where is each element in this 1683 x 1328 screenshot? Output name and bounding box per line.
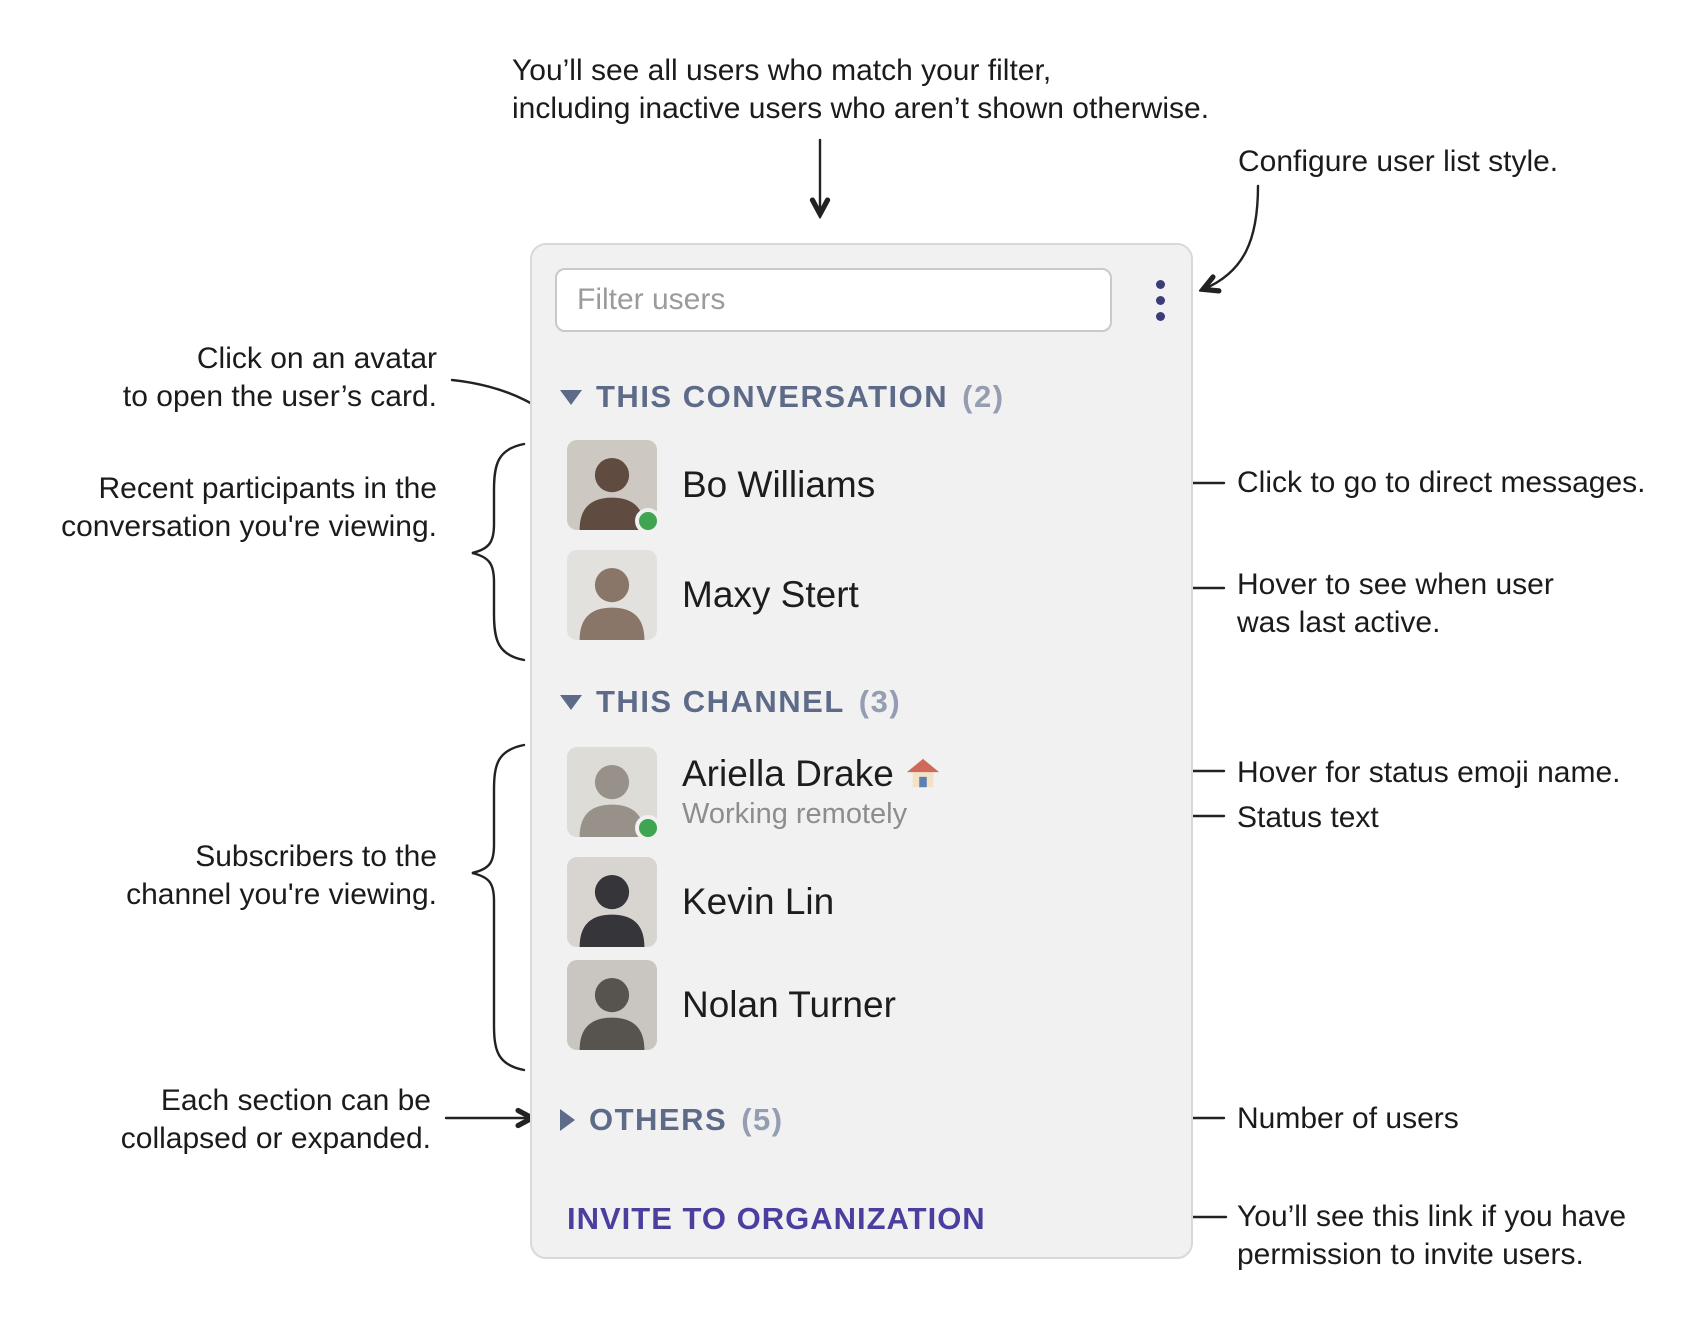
house-status-emoji-icon[interactable] <box>906 757 940 791</box>
section-label: THIS CHANNEL <box>596 684 845 719</box>
note-recent-participants: Recent participants in the conversation … <box>61 472 437 543</box>
connector-configure-arrow <box>1204 184 1260 289</box>
avatar[interactable] <box>567 857 657 947</box>
section-count: (2) <box>962 379 1005 414</box>
section-count: (3) <box>858 684 902 719</box>
user-row: Ariella Drake Working remotely <box>567 747 940 841</box>
user-status-text: Working remotely <box>682 798 908 830</box>
note-last-active: Hover to see when user was last active. <box>1237 568 1554 639</box>
section-this-channel[interactable]: THIS CHANNEL (3) <box>532 680 901 724</box>
user-row: Bo Williams <box>567 440 876 534</box>
note-filter-results: You’ll see all users who match your filt… <box>512 54 1210 125</box>
note-collapse-expand: Each section can be collapsed or expande… <box>120 1084 431 1155</box>
invite-to-organization-link[interactable]: INVITE TO ORGANIZATION <box>567 1201 986 1236</box>
avatar-photo-placeholder <box>567 857 657 947</box>
presence-active-dot <box>635 815 661 841</box>
user-list-panel: THIS CONVERSATION (2) Bo Williams <box>530 243 1193 1259</box>
ellipsis-dot-icon <box>1155 295 1165 305</box>
avatar[interactable] <box>567 550 657 640</box>
user-name[interactable]: Bo Williams <box>682 464 876 505</box>
avatar-photo-placeholder <box>567 550 657 640</box>
avatar[interactable] <box>567 960 657 1050</box>
note-user-count: Number of users <box>1237 1102 1459 1135</box>
user-name[interactable]: Kevin Lin <box>682 881 835 922</box>
section-this-conversation[interactable]: THIS CONVERSATION (2) <box>532 375 1005 419</box>
collapse-triangle-right-icon <box>560 1109 575 1131</box>
note-invite-permission: You’ll see this link if you have permiss… <box>1237 1200 1627 1271</box>
avatar-photo-placeholder <box>567 747 657 837</box>
brace-subscribers <box>471 743 526 1072</box>
user-name[interactable]: Maxy Stert <box>682 574 859 615</box>
avatar-photo-placeholder <box>567 440 657 530</box>
ellipsis-dot-icon <box>1155 279 1165 289</box>
user-row: Nolan Turner <box>567 960 896 1050</box>
avatar[interactable] <box>567 440 661 534</box>
user-list-menu-button[interactable] <box>1140 273 1180 327</box>
user-text-block: Ariella Drake Working remotely <box>682 753 940 831</box>
avatar-photo-placeholder <box>567 960 657 1050</box>
user-name[interactable]: Ariella Drake <box>682 753 894 794</box>
note-subscribers: Subscribers to the channel you're viewin… <box>126 840 437 911</box>
note-status-text: Status text <box>1237 801 1379 834</box>
section-others[interactable]: OTHERS (5) <box>532 1098 784 1142</box>
avatar[interactable] <box>567 747 661 841</box>
note-avatar-card: Click on an avatar to open the user’s ca… <box>122 342 437 413</box>
section-count: (5) <box>741 1102 784 1137</box>
user-row: Kevin Lin <box>567 857 834 947</box>
filter-users-input[interactable] <box>555 268 1112 332</box>
user-row: Maxy Stert <box>567 550 859 640</box>
brace-participants <box>471 442 526 662</box>
note-direct-messages: Click to go to direct messages. <box>1237 466 1646 499</box>
collapse-triangle-down-icon <box>560 389 582 405</box>
collapse-triangle-down-icon <box>560 694 582 710</box>
user-name[interactable]: Nolan Turner <box>682 984 896 1025</box>
section-label: THIS CONVERSATION <box>596 379 949 414</box>
presence-active-dot <box>635 508 661 534</box>
ellipsis-dot-icon <box>1155 311 1165 321</box>
note-configure-style: Configure user list style. <box>1238 145 1559 178</box>
note-status-emoji: Hover for status emoji name. <box>1237 756 1621 789</box>
section-label: OTHERS <box>589 1102 728 1137</box>
